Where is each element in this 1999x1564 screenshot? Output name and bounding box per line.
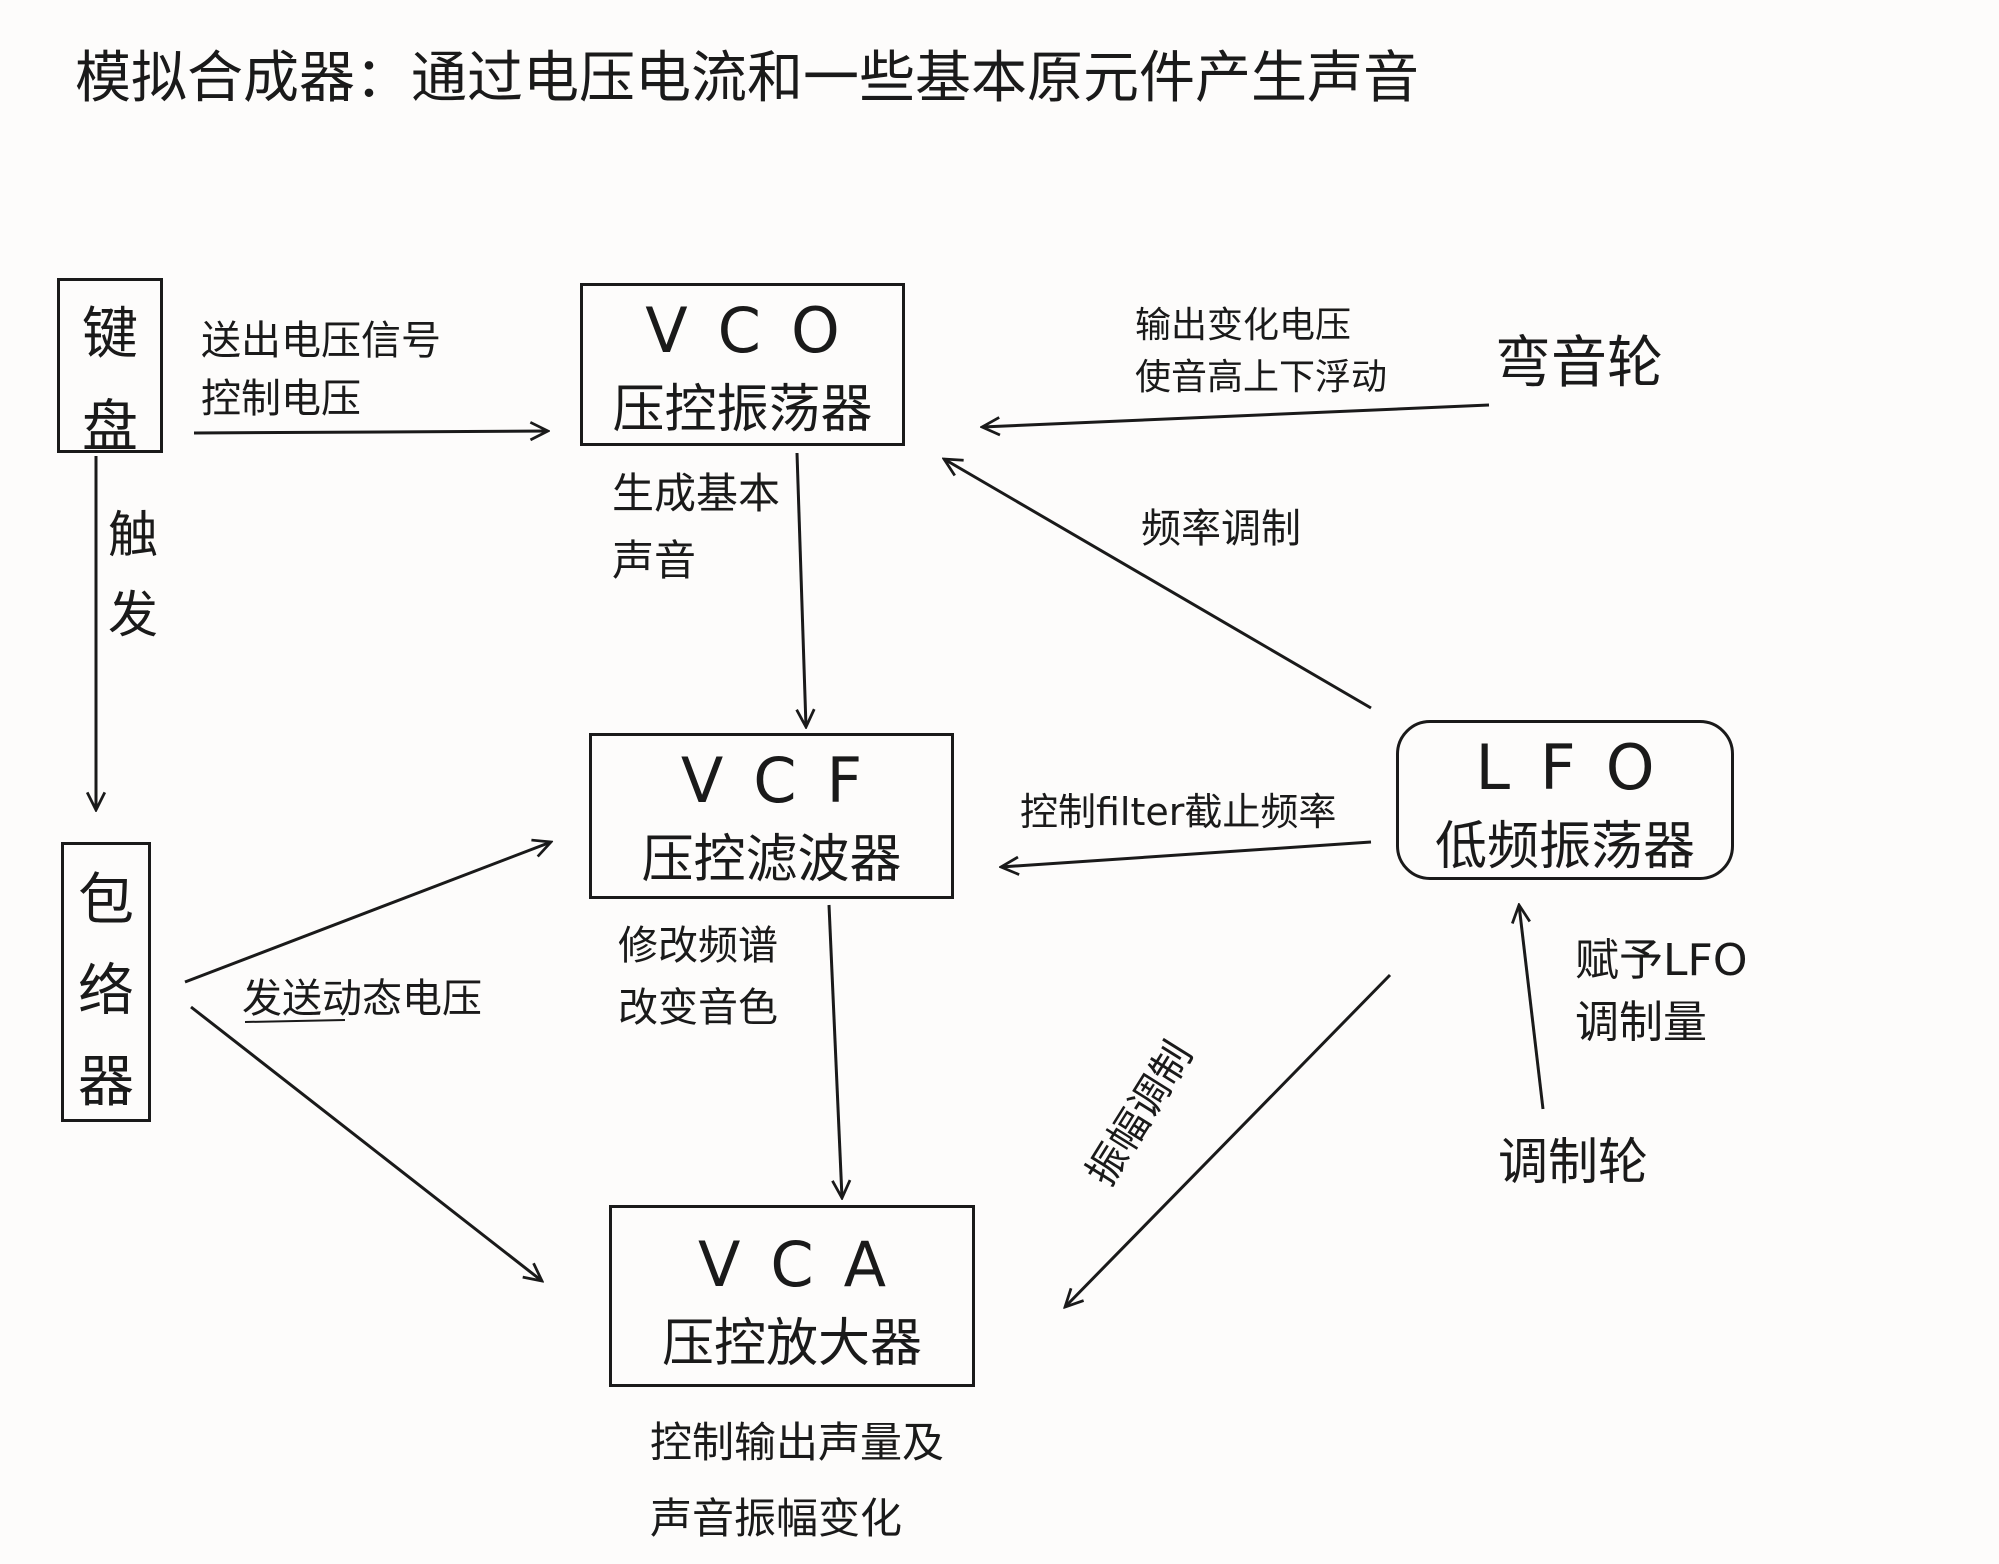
vcf-name: 压控滤波器	[641, 830, 902, 890]
dynamic-voltage-label: 发送动态电压	[242, 976, 482, 1022]
vcf-abbr: VCF	[680, 744, 893, 817]
arrow-lfo-to-vco	[944, 459, 1372, 710]
filter-cutoff-label: 控制filter截止频率	[1020, 790, 1337, 834]
envelope-label-3: 器	[78, 1050, 134, 1115]
pitch-wheel-to-vco-label: 输出变化电压 使音高上下浮动	[1135, 300, 1387, 404]
arrow-envelope-to-vca	[190, 1005, 542, 1281]
mod-wheel-to-lfo-label: 赋予LFO 调制量	[1575, 930, 1747, 1053]
mod-wheel-to-lfo-line-1: 赋予LFO	[1575, 935, 1748, 986]
keyboard-to-vco-line-2: 控制电压	[201, 376, 361, 422]
envelope-node: 包 络 器	[61, 842, 151, 1122]
keyboard-label-2: 盘	[82, 395, 138, 460]
vco-to-vcf-label: 生成基本 声音	[612, 460, 780, 594]
vca-name: 压控放大器	[661, 1314, 922, 1374]
vcf-to-vca-line-1: 修改频谱	[618, 923, 778, 969]
lfo-node: LFO 低频振荡器	[1396, 720, 1734, 880]
arrow-vco-to-vcf	[797, 452, 806, 727]
lfo-name: 低频振荡器	[1434, 817, 1695, 877]
underline-envelope-label	[244, 1019, 346, 1023]
vca-output-line-2: 声音振幅变化	[650, 1493, 903, 1543]
vca-node: VCA 压控放大器	[609, 1205, 975, 1387]
vcf-node: VCF 压控滤波器	[589, 733, 954, 899]
vco-to-vcf-line-1: 生成基本	[612, 469, 781, 518]
vco-name: 压控振荡器	[612, 380, 873, 440]
vcf-to-vca-line-2: 改变音色	[618, 985, 778, 1031]
keyboard-label-1: 键	[82, 302, 138, 367]
vca-output-line-1: 控制输出声量及	[650, 1418, 945, 1467]
vco-abbr: VCO	[645, 294, 870, 367]
keyboard-node: 键 盘	[57, 278, 163, 460]
arrow-vcf-to-vca	[827, 904, 842, 1198]
trigger-label: 触 发	[108, 495, 158, 655]
trigger-line-1: 触	[108, 506, 158, 564]
mod-wheel-to-lfo-line-2: 调制量	[1575, 996, 1707, 1048]
arrow-envelope-to-vcf	[184, 842, 551, 984]
vca-output-label: 控制输出声量及 声音振幅变化	[650, 1405, 944, 1556]
page-title: 模拟合成器：通过电压电流和一些基本原元件产生声音	[75, 46, 1419, 111]
pitch-wheel-label: 弯音轮	[1495, 331, 1663, 396]
keyboard-to-vco-label: 送出电压信号 控制电压	[201, 312, 441, 428]
keyboard-to-vco-line-1: 送出电压信号	[201, 318, 441, 364]
arrow-pitch-wheel-to-vco	[982, 403, 1490, 427]
trigger-line-2: 发	[108, 586, 158, 644]
arrow-mod-wheel-to-lfo	[1519, 905, 1545, 1110]
vco-to-vcf-line-2: 声音	[612, 536, 697, 586]
pitch-wheel-line-1: 输出变化电压	[1135, 305, 1352, 346]
arrow-lfo-to-vcf	[1001, 840, 1372, 867]
arrow-lfo-to-vca	[1065, 973, 1392, 1307]
mod-wheel-label: 调制轮	[1498, 1133, 1648, 1191]
vco-node: VCO 压控振荡器	[580, 283, 905, 446]
envelope-label-2: 络	[78, 959, 134, 1024]
vca-abbr: VCA	[697, 1228, 917, 1301]
lfo-abbr: LFO	[1475, 731, 1685, 804]
envelope-label-1: 包	[78, 868, 134, 933]
pitch-wheel-line-2: 使音高上下浮动	[1135, 357, 1388, 399]
arrow-keyboard-to-vco	[193, 431, 548, 433]
frequency-modulation-label: 频率调制	[1141, 506, 1301, 552]
vcf-to-vca-label: 修改频谱 改变音色	[618, 915, 778, 1039]
